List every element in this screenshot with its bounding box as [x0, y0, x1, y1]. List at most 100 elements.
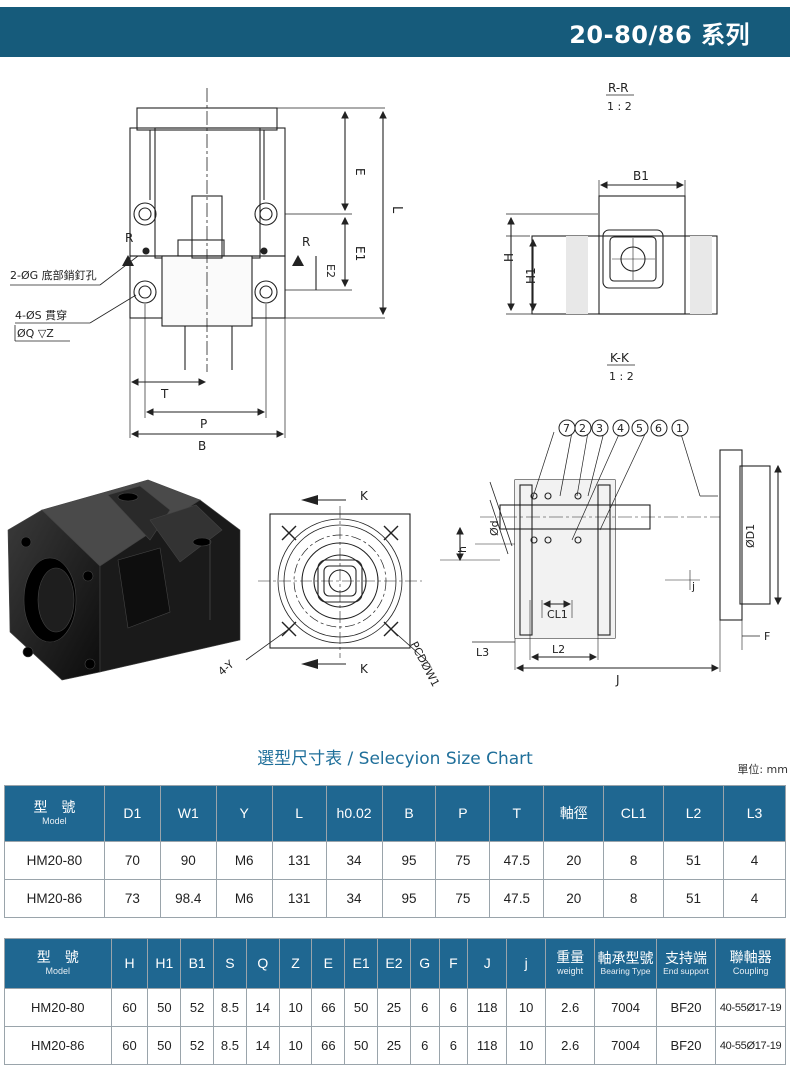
- label-section-rr: R-R: [608, 81, 629, 95]
- size-chart-title: 選型尺寸表 / Selecyion Size Chart: [257, 749, 533, 769]
- label-k-bottom: K: [360, 662, 369, 676]
- cell: M6: [215, 879, 273, 918]
- balloon-2: 2: [579, 422, 586, 435]
- cell: 75: [435, 879, 491, 918]
- cell-coupling: 40-55Ø17-19: [715, 988, 786, 1027]
- cell: 8: [603, 841, 665, 880]
- label-pcd: PCDØW1: [407, 639, 442, 689]
- cell-bearing: 7004: [594, 988, 657, 1027]
- header-b: B: [381, 785, 437, 842]
- balloon-1: 1: [676, 422, 683, 435]
- header-q: Q: [245, 938, 280, 989]
- cell: 52: [180, 1026, 215, 1065]
- header-e2: E2: [377, 938, 411, 989]
- cell: 10: [506, 1026, 547, 1065]
- cell: 118: [467, 1026, 508, 1065]
- cell: 25: [377, 1026, 411, 1065]
- cell: 6: [409, 988, 440, 1027]
- cell: 20: [543, 879, 605, 918]
- label-p: P: [200, 417, 207, 431]
- cell: 25: [377, 988, 411, 1027]
- cell: 50: [344, 988, 379, 1027]
- cell: 73: [103, 879, 161, 918]
- cell: 14: [245, 988, 280, 1027]
- cell: 8.5: [213, 1026, 247, 1065]
- label-section-kk: K-K: [610, 351, 630, 365]
- cell: 4: [723, 841, 786, 880]
- cell: 131: [271, 879, 327, 918]
- header-e: E: [311, 938, 346, 989]
- label-l: L: [389, 206, 404, 214]
- cell: M6: [215, 841, 273, 880]
- cell: 51: [663, 841, 725, 880]
- label-cl1: CL1: [547, 608, 568, 621]
- cell-model: HM20-86: [4, 1026, 112, 1065]
- cell: 52: [180, 988, 215, 1027]
- cell: 131: [271, 841, 327, 880]
- cell: 118: [467, 988, 508, 1027]
- label-l2: L2: [552, 643, 565, 656]
- cell: 50: [344, 1026, 379, 1065]
- rr-section-view: [506, 180, 718, 315]
- cell-model: HM20-86: [4, 879, 105, 918]
- cell: 4: [723, 879, 786, 918]
- header-t: T: [489, 785, 545, 842]
- cell: 75: [435, 841, 491, 880]
- label-scale-kk: 1 : 2: [609, 370, 634, 383]
- header-y: Y: [215, 785, 273, 842]
- cell: 95: [381, 841, 437, 880]
- cell-bearing: 7004: [594, 1026, 657, 1065]
- header-d1: D1: [103, 785, 161, 842]
- cell: 10: [278, 988, 313, 1027]
- cell: 6: [438, 1026, 469, 1065]
- label-f: F: [764, 630, 770, 643]
- cell: 10: [506, 988, 547, 1027]
- label-b1: B1: [633, 169, 649, 183]
- cell: 51: [663, 879, 725, 918]
- cell: 90: [159, 841, 217, 880]
- top-view: [10, 88, 387, 438]
- label-b: B: [198, 439, 206, 453]
- header-h002: h0.02: [325, 785, 383, 842]
- label-l3: L3: [476, 646, 489, 659]
- cell: 14: [245, 1026, 280, 1065]
- cell: 6: [438, 988, 469, 1027]
- label-e1: E1: [353, 246, 367, 261]
- cell-end-support: BF20: [655, 988, 717, 1027]
- header-h: H: [110, 938, 149, 989]
- cell: 50: [147, 988, 182, 1027]
- header-f: F: [438, 938, 469, 989]
- label-counterbore: ØQ ▽Z: [17, 327, 54, 340]
- technical-drawing: R R E E1 E2 L T P B 2-ØG 底部銷釘孔 4-ØS 貫穿 Ø…: [7, 81, 782, 689]
- label-e2: E2: [324, 264, 337, 278]
- label-pin-hole: 2-ØG 底部銷釘孔: [10, 268, 97, 282]
- header-banner: 20-80/86 系列: [0, 7, 790, 57]
- header-l2: L2: [663, 785, 725, 842]
- cell: 95: [381, 879, 437, 918]
- cell: 66: [311, 1026, 346, 1065]
- unit-label: 單位: mm: [737, 763, 788, 776]
- cell-model: HM20-80: [4, 841, 105, 880]
- label-r-left: R: [125, 231, 133, 245]
- label-d: Ød: [488, 520, 501, 536]
- cell: 8.5: [213, 988, 247, 1027]
- header-j: J: [467, 938, 508, 989]
- label-j: J: [615, 673, 620, 687]
- balloon-group: [558, 419, 689, 437]
- label-thru-hole: 4-ØS 貫穿: [15, 308, 67, 322]
- cell-model: HM20-80: [4, 988, 112, 1027]
- header-w1: W1: [159, 785, 217, 842]
- cell: 34: [325, 879, 383, 918]
- header-l3: L3: [723, 785, 786, 842]
- balloon-3: 3: [596, 422, 603, 435]
- header-shaft-dia: 軸徑: [543, 785, 605, 842]
- cell: 20: [543, 841, 605, 880]
